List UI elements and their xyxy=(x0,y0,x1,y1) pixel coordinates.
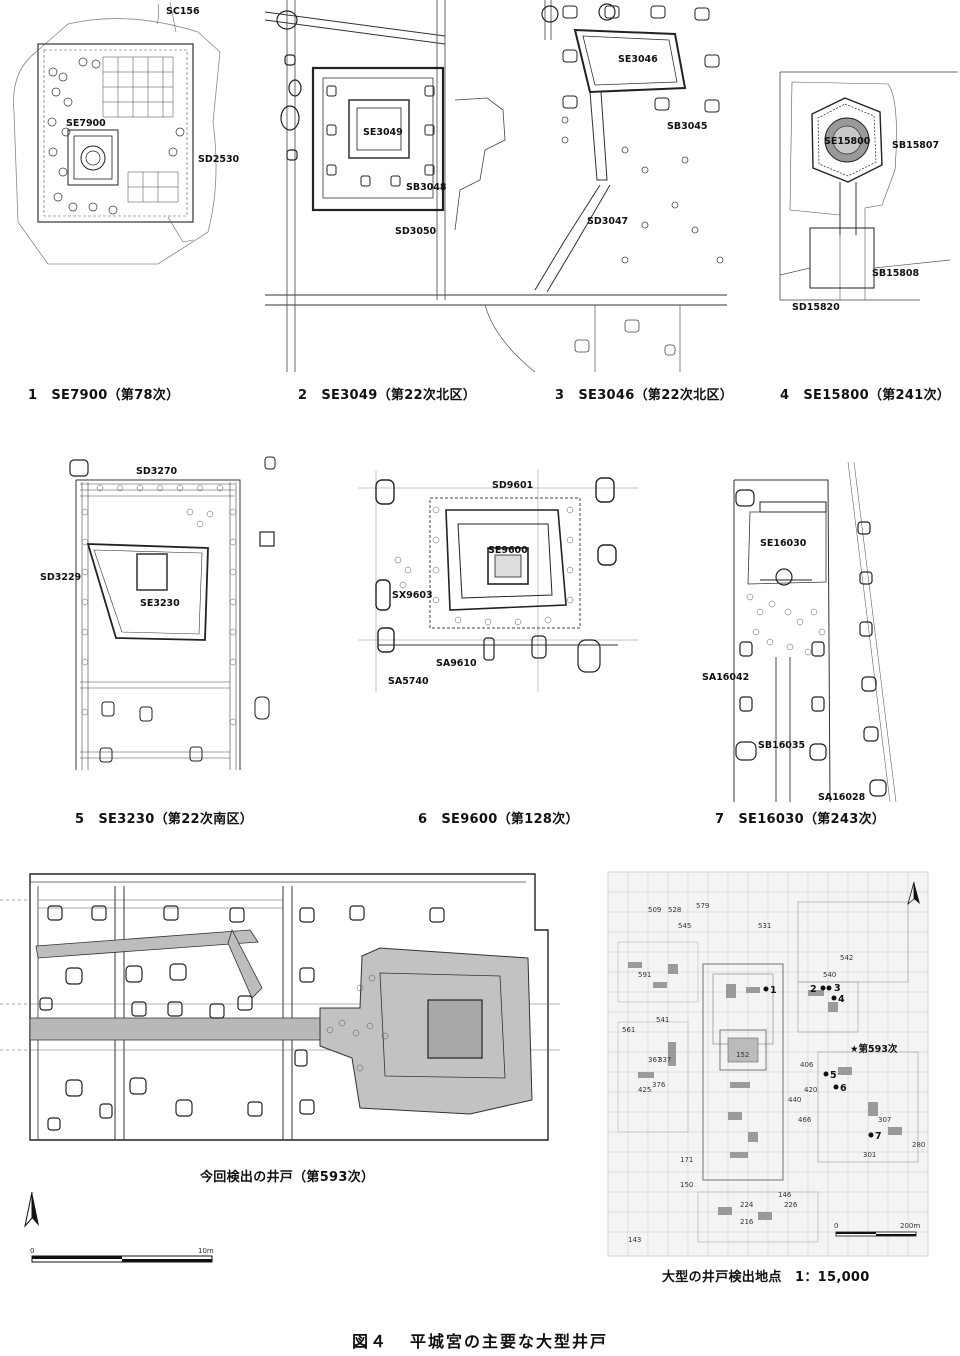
plan-4-drawing: SE15800 SB15807 SB15808 SD15820 xyxy=(779,71,958,313)
svg-text:226: 226 xyxy=(784,1201,798,1209)
scale-bar-current: 0 10m xyxy=(22,1244,232,1274)
label-se3049: SE3049 xyxy=(363,127,403,138)
plan-5-drawing: SD3270 SD3229 SE3230 xyxy=(40,456,276,770)
svg-text:541: 541 xyxy=(656,1016,669,1024)
svg-text:367: 367 xyxy=(648,1056,661,1064)
scale-current-end: 10m xyxy=(198,1247,214,1255)
svg-text:425: 425 xyxy=(638,1086,651,1094)
svg-text:531: 531 xyxy=(758,922,771,930)
plan-7-drawing: SE16030 SA16042 SB16035 SA16028 xyxy=(702,461,897,803)
plan-7-se16030: SE16030 SA16042 SB16035 SA16028 xyxy=(700,461,900,808)
svg-text:466: 466 xyxy=(798,1116,812,1124)
label-sa9610: SA9610 xyxy=(436,658,477,669)
svg-text:579: 579 xyxy=(696,902,709,910)
label-sb3045: SB3045 xyxy=(667,121,708,132)
svg-text:542: 542 xyxy=(840,954,853,962)
svg-text:540: 540 xyxy=(823,971,836,979)
map-scale-start: 0 xyxy=(834,1222,838,1230)
map-star-label: ★第593次 xyxy=(850,1043,898,1055)
svg-text:2: 2 xyxy=(810,984,817,995)
current-well-drawing xyxy=(0,873,560,1141)
label-sb3048: SB3048 xyxy=(406,182,447,193)
plan-1-drawing: SC156 SE7900 SD2530 xyxy=(13,1,240,265)
svg-text:4: 4 xyxy=(838,994,845,1005)
svg-text:301: 301 xyxy=(863,1151,876,1159)
svg-text:420: 420 xyxy=(804,1086,817,1094)
label-sd3229: SD3229 xyxy=(40,572,81,583)
label-sa16042: SA16042 xyxy=(702,672,749,683)
plan-4-se15800: SE15800 SB15807 SB15808 SD15820 xyxy=(770,70,960,320)
svg-text:6: 6 xyxy=(840,1083,847,1094)
svg-text:1: 1 xyxy=(770,985,777,996)
svg-text:307: 307 xyxy=(878,1116,891,1124)
plan-2-3-drawing: SE3049 SB3048 SD3050 SE3046 SB3045 SD304… xyxy=(264,0,727,373)
label-se16030: SE16030 xyxy=(760,538,807,549)
label-sd3050: SD3050 xyxy=(395,226,437,237)
caption-location-map: 大型の井戸検出地点 1：15,000 xyxy=(662,1270,870,1285)
svg-text:440: 440 xyxy=(788,1096,801,1104)
label-sb15808: SB15808 xyxy=(872,268,920,279)
plan-2-3-drawing-area: SE3049 SB3048 SD3050 SE3046 SB3045 SD304… xyxy=(264,0,727,373)
svg-text:3: 3 xyxy=(834,983,841,994)
label-sb16035: SB16035 xyxy=(758,740,805,751)
svg-text:224: 224 xyxy=(740,1201,754,1209)
map-scale-end: 200m xyxy=(900,1222,920,1230)
label-sd9601: SD9601 xyxy=(492,480,533,491)
svg-text:376: 376 xyxy=(652,1081,666,1089)
svg-text:280: 280 xyxy=(912,1141,925,1149)
svg-text:561: 561 xyxy=(622,1026,635,1034)
svg-text:406: 406 xyxy=(800,1061,814,1069)
caption-current-well: 今回検出の井戸（第593次） xyxy=(200,1170,375,1185)
svg-text:545: 545 xyxy=(678,922,691,930)
svg-text:152: 152 xyxy=(736,1051,749,1059)
label-sa5740: SA5740 xyxy=(388,676,429,687)
north-arrow-current xyxy=(22,1190,42,1234)
svg-text:5: 5 xyxy=(830,1070,837,1081)
location-map: 509 528 579 531 545 542 540 591 561 5 41 … xyxy=(607,871,929,1257)
svg-text:7: 7 xyxy=(875,1131,882,1142)
svg-text:337: 337 xyxy=(658,1056,671,1064)
label-se7900: SE7900 xyxy=(66,118,106,129)
label-se15800: SE15800 xyxy=(824,136,871,147)
svg-text:143: 143 xyxy=(628,1236,641,1244)
scale-bar-current-drawing: 0 10m xyxy=(30,1247,214,1263)
north-arrow-icon xyxy=(24,1191,39,1228)
well-point-markers: 1 2 3 4 5 6 7 xyxy=(763,983,882,1142)
svg-text:528: 528 xyxy=(668,906,681,914)
label-se3230: SE3230 xyxy=(140,598,180,609)
plan-1-se7900: SC156 SE7900 SD2530 xyxy=(8,1,240,267)
location-map-drawing: 509 528 579 531 545 542 540 591 561 5 41 … xyxy=(607,871,929,1257)
svg-text:509: 509 xyxy=(648,906,661,914)
plan-6-drawing: SD9601 SE9600 SX9603 SA9610 SA5740 xyxy=(358,470,638,692)
scale-current-start: 0 xyxy=(30,1247,34,1255)
svg-text:591: 591 xyxy=(638,971,651,979)
plan-6-se9600: SD9601 SE9600 SX9603 SA9610 SA5740 xyxy=(358,470,638,692)
label-sd3047: SD3047 xyxy=(587,216,628,227)
label-se3046: SE3046 xyxy=(618,54,658,65)
plan-5-se3230: SD3270 SD3229 SE3230 xyxy=(40,452,280,770)
label-se9600: SE9600 xyxy=(488,545,528,556)
label-sb15807: SB15807 xyxy=(892,140,939,151)
svg-text:216: 216 xyxy=(740,1218,754,1226)
label-sd15820: SD15820 xyxy=(792,302,840,313)
label-sx9603: SX9603 xyxy=(392,590,433,601)
label-sd2530: SD2530 xyxy=(198,154,240,165)
svg-text:146: 146 xyxy=(778,1191,792,1199)
label-sa16028: SA16028 xyxy=(818,792,866,803)
svg-text:171: 171 xyxy=(680,1156,693,1164)
label-sc156: SC156 xyxy=(166,6,200,17)
current-well-plan xyxy=(0,868,560,1148)
svg-text:150: 150 xyxy=(680,1181,693,1189)
label-sd3270: SD3270 xyxy=(136,466,178,477)
